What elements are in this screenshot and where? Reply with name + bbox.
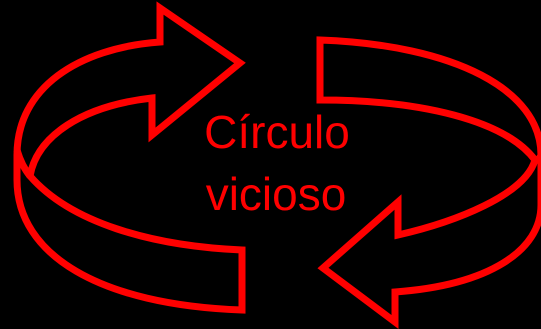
lower-right-curved-arrow <box>320 40 541 322</box>
caption-line-1: Círculo <box>204 106 350 158</box>
upper-left-curved-arrow <box>17 8 242 310</box>
caption-line-2: vicioso <box>206 168 347 220</box>
